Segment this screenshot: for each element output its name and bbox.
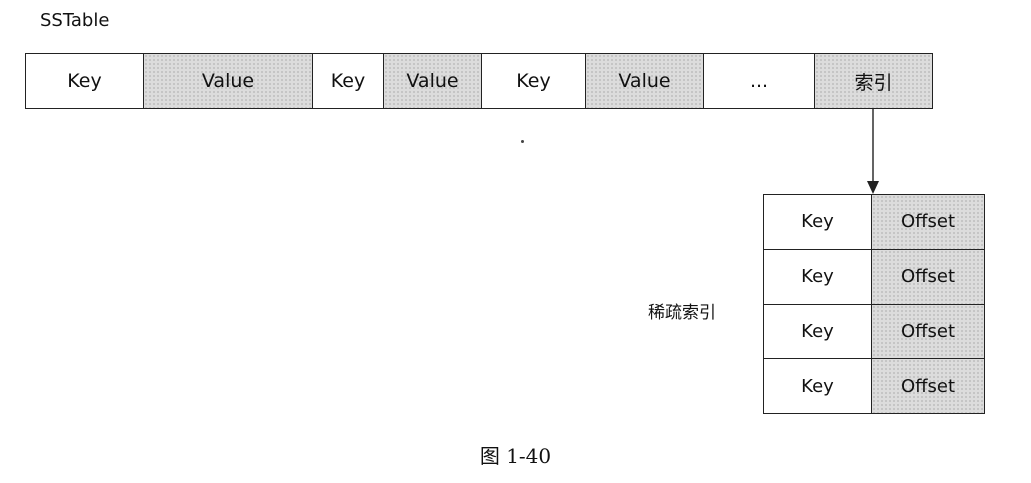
index-row: Key Offset bbox=[764, 195, 984, 250]
index-offset-cell: Offset bbox=[872, 195, 984, 249]
sstable-value-cell: Value bbox=[586, 54, 704, 108]
index-key-cell: Key bbox=[764, 359, 872, 413]
stray-dot bbox=[521, 140, 524, 143]
index-row: Key Offset bbox=[764, 359, 984, 413]
sstable-title: SSTable bbox=[40, 10, 110, 31]
figure-caption: 图 1-40 bbox=[479, 444, 552, 468]
index-offset-cell: Offset bbox=[872, 249, 984, 304]
index-key-cell: Key bbox=[764, 304, 872, 359]
sstable-value-cell: Value bbox=[384, 54, 482, 108]
index-offset-cell: Offset bbox=[872, 359, 984, 413]
sstable-ellipsis-cell: ... bbox=[704, 54, 815, 108]
index-key-cell: Key bbox=[764, 195, 872, 249]
sstable-key-cell: Key bbox=[482, 54, 586, 108]
index-offset-cell: Offset bbox=[872, 304, 984, 359]
index-key-cell: Key bbox=[764, 249, 872, 304]
sstable-index-cell: 索引 bbox=[815, 54, 932, 108]
sstable-row: Key Value Key Value Key Value ... 索引 bbox=[25, 53, 933, 109]
sstable-key-cell: Key bbox=[313, 54, 384, 108]
sparse-index-table: Key Offset Key Offset Key Offset Key Off… bbox=[763, 194, 985, 414]
sparse-index-label: 稀疏索引 bbox=[648, 303, 716, 323]
index-row: Key Offset bbox=[764, 249, 984, 305]
sstable-value-cell: Value bbox=[144, 54, 313, 108]
sstable-key-cell: Key bbox=[26, 54, 144, 108]
index-row: Key Offset bbox=[764, 304, 984, 360]
